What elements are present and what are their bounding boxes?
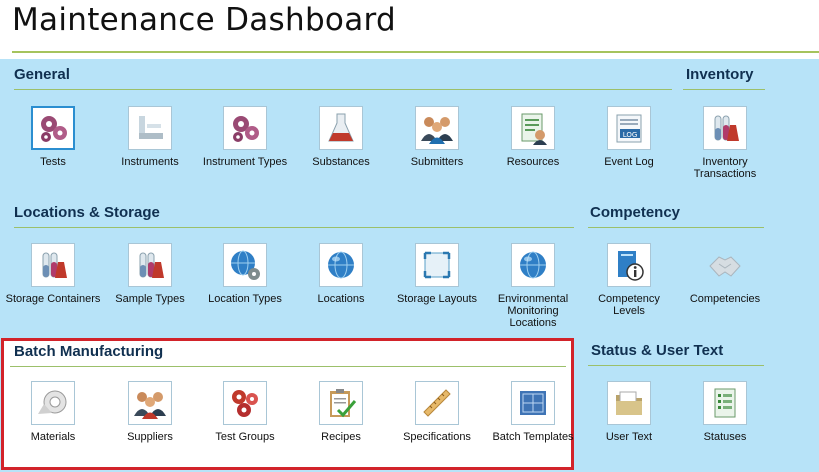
tile-label: Substances [312, 156, 370, 168]
tile-resources[interactable]: Resources [485, 106, 581, 168]
section-rule [588, 365, 764, 366]
instrument-icon [139, 116, 163, 139]
tile-specifications[interactable]: Specifications [389, 381, 485, 443]
section-rule [683, 89, 765, 90]
tile-label: Batch Templates [492, 431, 574, 443]
tile-materials[interactable]: Materials [5, 381, 101, 443]
tile-event-log[interactable]: LOG Event Log [581, 106, 677, 168]
page-title: Maintenance Dashboard [12, 2, 396, 38]
tile-label: Event Log [604, 156, 654, 168]
blueprint-icon [520, 391, 546, 415]
tile-instruments[interactable]: Instruments [102, 106, 198, 168]
tile-label: Materials [30, 431, 76, 443]
tile-storage-containers[interactable]: Storage Containers [5, 243, 101, 305]
section-rule [588, 227, 764, 228]
tile-label: Instrument Types [202, 156, 288, 168]
tile-competencies[interactable]: Competencies [677, 243, 773, 305]
test-tubes-icon [714, 115, 739, 141]
tape-roll-icon [38, 390, 67, 414]
section-rule [14, 227, 574, 228]
resource-document-icon [521, 113, 547, 145]
globe-icon [520, 251, 546, 279]
tile-competency-levels[interactable]: Competency Levels [581, 243, 677, 317]
globe-icon [328, 251, 354, 279]
tile-submitters[interactable]: Submitters [389, 106, 485, 168]
section-rule [10, 366, 566, 367]
tile-label: Statuses [703, 431, 747, 443]
tile-statuses[interactable]: Statuses [677, 381, 773, 443]
tile-test-groups[interactable]: Test Groups [197, 381, 293, 443]
tile-location-types[interactable]: Location Types [197, 243, 293, 305]
tile-tests[interactable]: Tests [5, 106, 101, 168]
handshake-icon [709, 256, 741, 277]
tile-instrument-types[interactable]: Instrument Types [197, 106, 293, 168]
section-rule [14, 89, 672, 90]
gears-icon [232, 390, 258, 417]
flask-icon [328, 113, 354, 142]
gears-icon [233, 116, 259, 142]
log-icon: LOG [616, 114, 642, 143]
people-icon [134, 392, 166, 419]
tile-label: Suppliers [127, 431, 173, 443]
info-document-icon [618, 251, 644, 281]
section-title: Inventory [686, 66, 754, 83]
title-rule [12, 51, 819, 53]
section-title: Status & User Text [591, 342, 724, 359]
people-icon [421, 117, 453, 144]
tile-label: Competencies [689, 293, 761, 305]
tile-user-text[interactable]: User Text [581, 381, 677, 443]
tile-label: Location Types [208, 293, 282, 305]
tile-locations[interactable]: Locations [293, 243, 389, 305]
tile-label: Instruments [121, 156, 179, 168]
tile-label: Environmental Monitoring Locations [497, 293, 569, 329]
tile-label: Sample Types [115, 293, 185, 305]
tile-label: Inventory Transactions [693, 156, 757, 180]
gears-icon [41, 116, 67, 142]
section-title: Locations & Storage [14, 204, 160, 221]
tile-substances[interactable]: Substances [293, 106, 389, 168]
tile-label: Locations [317, 293, 365, 305]
folder-icon [616, 391, 642, 415]
tile-batch-templates[interactable]: Batch Templates [485, 381, 581, 443]
batch-highlight-frame [1, 338, 574, 470]
tile-label: Storage Layouts [396, 293, 478, 305]
layout-frame-icon [423, 251, 451, 279]
tile-recipes[interactable]: Recipes [293, 381, 389, 443]
tile-inventory-transactions[interactable]: Inventory Transactions [677, 106, 773, 180]
tile-label: Submitters [410, 156, 464, 168]
svg-text:LOG: LOG [623, 131, 638, 139]
tile-environmental-monitoring-locations[interactable]: Environmental Monitoring Locations [485, 243, 581, 329]
tile-label: User Text [605, 431, 653, 443]
tile-label: Competency Levels [598, 293, 660, 317]
tile-label: Recipes [321, 431, 361, 443]
section-title: Competency [590, 204, 681, 221]
tile-sample-types[interactable]: Sample Types [102, 243, 198, 305]
tile-label: Tests [40, 156, 66, 168]
tile-label: Specifications [403, 431, 471, 443]
section-title: Batch Manufacturing [14, 343, 164, 360]
list-document-icon [714, 388, 736, 418]
clipboard-check-icon [330, 389, 357, 418]
ruler-icon [423, 389, 451, 417]
tile-label: Resources [506, 156, 560, 168]
tile-storage-layouts[interactable]: Storage Layouts [389, 243, 485, 305]
tile-label: Storage Containers [5, 293, 101, 305]
section-title: General [14, 66, 70, 83]
globe-gears-icon [231, 250, 260, 280]
test-tubes-icon [42, 252, 67, 278]
tile-suppliers[interactable]: Suppliers [102, 381, 198, 443]
test-tubes-icon [139, 252, 164, 278]
tile-label: Test Groups [215, 431, 275, 443]
